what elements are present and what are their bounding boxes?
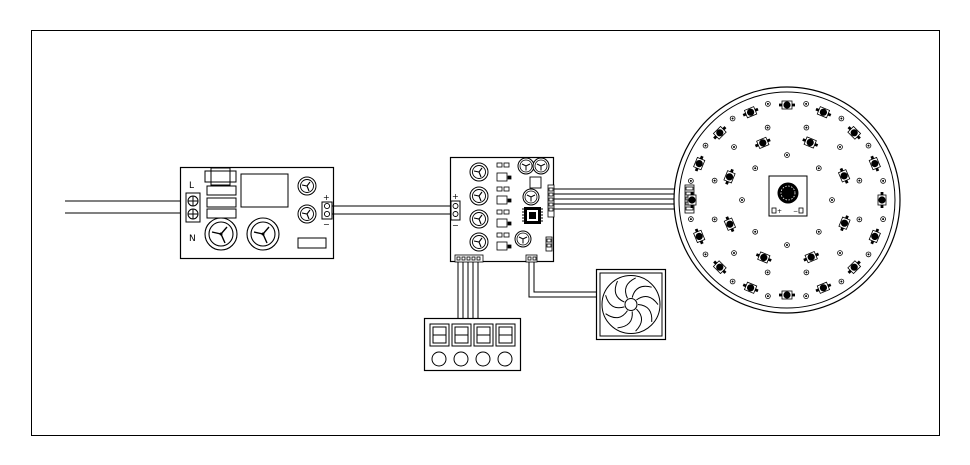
mounting-hole — [880, 216, 886, 222]
microcontroller-icon — [522, 207, 543, 224]
mounting-hole — [784, 152, 790, 158]
fan-header — [525, 254, 538, 263]
led-wires — [554, 188, 686, 210]
fan-blade — [636, 296, 659, 305]
channel-knob-icon — [469, 186, 489, 206]
mounting-hole — [688, 178, 694, 184]
psu-output-terminal — [321, 201, 333, 220]
fan-blade — [631, 285, 652, 298]
driver-input-terminal — [450, 200, 461, 221]
led-output-header — [547, 184, 555, 218]
fan-blade — [617, 311, 633, 329]
panel-label-minus: − — [793, 208, 798, 215]
psu-label-plus: + — [323, 193, 330, 202]
display-wires — [457, 262, 479, 318]
mounting-hole — [765, 101, 771, 107]
fan-blade — [614, 280, 625, 303]
mounting-hole — [803, 124, 810, 131]
mounting-hole — [865, 142, 872, 149]
mounting-hole — [829, 197, 835, 203]
capacitor-small-icon — [297, 204, 317, 224]
fan-icon — [595, 268, 667, 341]
ic-small — [529, 176, 542, 189]
label-n: N — [189, 234, 196, 244]
mounting-hole — [856, 177, 863, 184]
mounting-hole — [815, 165, 822, 172]
seven-segment-digits — [429, 323, 516, 347]
label-l: L — [189, 181, 194, 191]
center-sensor — [768, 175, 808, 217]
fan-blade — [605, 310, 628, 319]
display-header — [454, 254, 484, 263]
mounting-hole — [838, 115, 845, 122]
mounting-hole — [784, 242, 790, 248]
mounting-hole — [731, 144, 737, 150]
mounting-hole — [803, 269, 810, 276]
mounting-hole — [837, 250, 843, 256]
mounting-hole — [688, 216, 694, 222]
fuse-icon — [204, 167, 237, 186]
mounting-hole — [731, 250, 737, 256]
channel-components — [496, 162, 512, 251]
potentiometer-icon — [514, 230, 532, 248]
mounting-hole — [729, 278, 736, 285]
component-rect — [206, 185, 237, 196]
mounting-hole — [764, 124, 771, 131]
led-panel: + − — [673, 86, 901, 314]
mounting-hole — [764, 269, 771, 276]
mounting-hole — [865, 251, 872, 258]
fan-blade — [635, 308, 643, 332]
psu-label-minus: − — [323, 220, 330, 229]
channel-knob-icon — [469, 232, 489, 252]
mounting-hole — [702, 251, 709, 258]
potentiometer-icon — [517, 157, 535, 175]
mounting-hole — [729, 115, 736, 122]
mains-input-wires — [65, 200, 186, 214]
driver-board: + − — [449, 156, 555, 263]
mounting-hole — [765, 293, 771, 299]
fan-blade — [637, 304, 653, 322]
transformer-block — [240, 173, 289, 208]
mounting-hole — [838, 278, 845, 285]
component-rect — [206, 208, 237, 219]
fan-blade — [625, 277, 636, 299]
fan-wires — [528, 262, 597, 298]
aux-header — [545, 236, 553, 252]
component-rect — [206, 197, 237, 208]
mounting-hole — [711, 177, 718, 184]
power-supply-board: L N + − — [179, 166, 335, 260]
capacitor-icon — [246, 217, 280, 251]
potentiometer-icon — [522, 188, 540, 206]
capacitor-icon — [204, 217, 238, 251]
component-rect — [297, 237, 327, 249]
mounting-hole — [803, 293, 809, 299]
mounting-hole — [702, 142, 709, 149]
capacitor-small-icon — [297, 176, 317, 196]
display-module — [423, 317, 522, 372]
mounting-hole — [752, 228, 759, 235]
mains-terminal — [185, 192, 201, 223]
mounting-hole — [803, 101, 809, 107]
mounting-hole — [880, 178, 886, 184]
mounting-hole — [815, 228, 822, 235]
mounting-hole — [711, 216, 718, 223]
potentiometer-icon — [532, 157, 550, 175]
channel-knob-icon — [469, 162, 489, 182]
display-buttons — [431, 351, 513, 367]
driver-label-plus: + — [452, 192, 459, 201]
channel-knob-icon — [469, 209, 489, 229]
mounting-hole — [837, 144, 843, 150]
mounting-hole — [739, 197, 745, 203]
dc-wires — [332, 205, 450, 215]
driver-label-minus: − — [452, 221, 459, 230]
fan-blade — [605, 295, 625, 309]
mounting-hole — [752, 165, 759, 172]
mounting-hole — [856, 216, 863, 223]
panel-label-plus: + — [777, 208, 782, 215]
